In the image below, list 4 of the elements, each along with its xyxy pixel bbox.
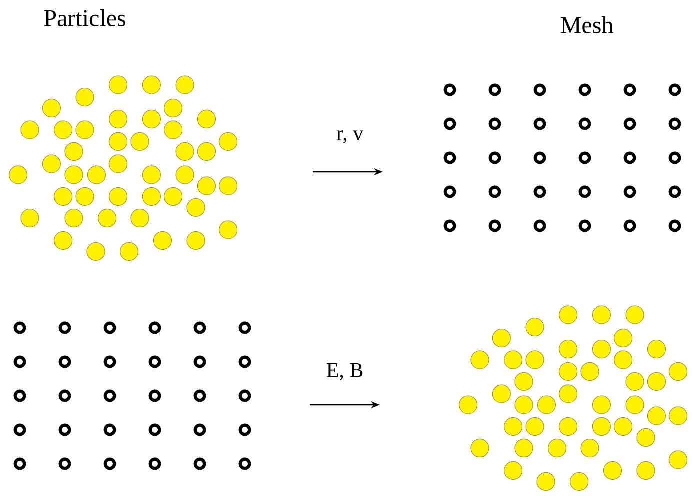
arrow-label: E, B: [326, 364, 363, 380]
column-heading: Particles: [44, 10, 126, 26]
column-heading: Mesh: [561, 16, 614, 34]
arrow-label: r, v: [336, 130, 364, 144]
